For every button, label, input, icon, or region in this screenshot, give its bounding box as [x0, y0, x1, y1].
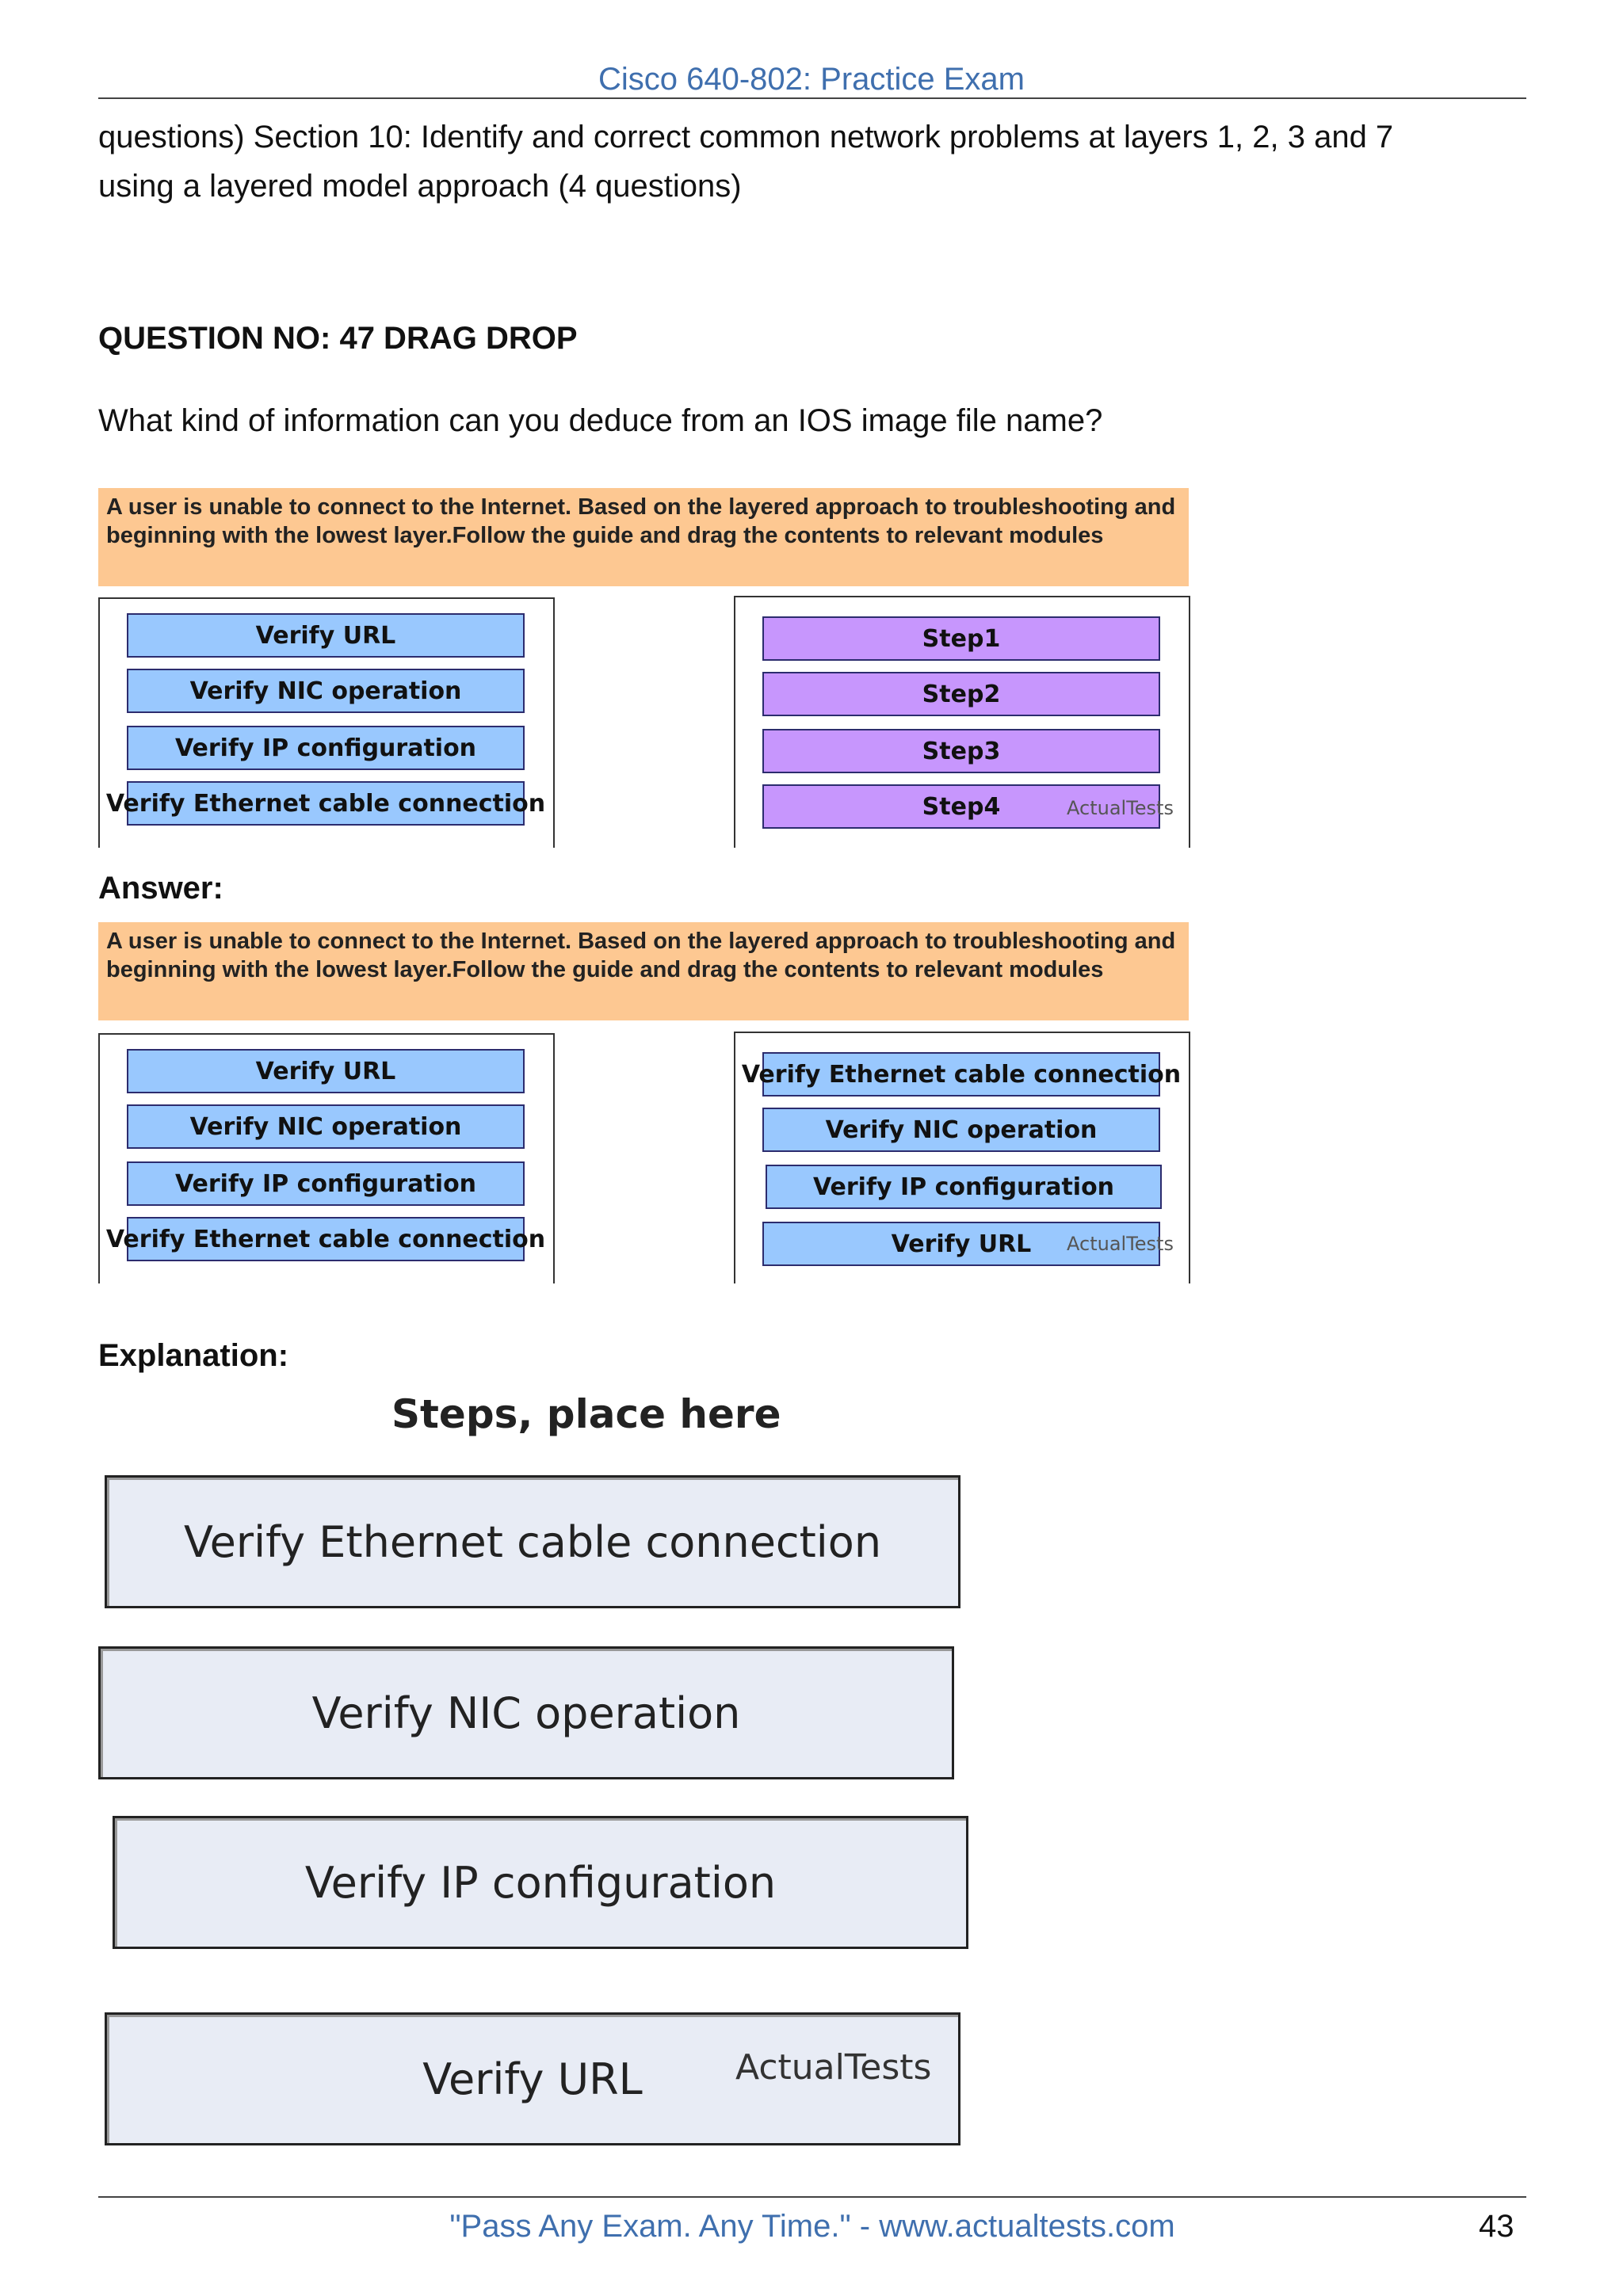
source-item-verify-url[interactable]: Verify URL: [127, 613, 525, 658]
answer-label: Answer:: [98, 871, 223, 906]
target-step-2[interactable]: Step2: [762, 672, 1160, 716]
page-number: 43: [1479, 2209, 1514, 2244]
source-item-verify-ethernet[interactable]: Verify Ethernet cable connection: [106, 781, 545, 826]
intro-line-2: using a layered model approach (4 questi…: [98, 169, 742, 204]
page-header-title: Cisco 640-802: Practice Exam: [598, 62, 1025, 97]
target-step-1[interactable]: Step1: [762, 616, 1160, 661]
question-text: What kind of information can you deduce …: [98, 403, 1103, 438]
explanation-step-4: Verify URL: [105, 2012, 960, 2145]
target-step-3[interactable]: Step3: [762, 729, 1160, 773]
target-step-4[interactable]: Step4: [762, 784, 1160, 829]
explanation-title: Steps, place here: [391, 1391, 781, 1437]
explanation-step-1: Verify Ethernet cable connection: [105, 1475, 960, 1608]
answer-source-verify-nic[interactable]: Verify NIC operation: [127, 1104, 525, 1149]
actualtests-watermark: ActualTests: [735, 2047, 932, 2088]
answer-source-panel: Verify URL Verify NIC operation Verify I…: [98, 1033, 555, 1283]
question-heading: QUESTION NO: 47 DRAG DROP: [98, 321, 578, 356]
header-divider: [98, 97, 1526, 99]
explanation-image: Steps, place here Verify Ethernet cable …: [98, 1391, 970, 2152]
explanation-label: Explanation:: [98, 1338, 289, 1373]
explanation-step-2: Verify NIC operation: [98, 1646, 954, 1779]
source-item-verify-ip[interactable]: Verify IP configuration: [127, 726, 525, 770]
footer-divider: [98, 2196, 1526, 2198]
explanation-step-3: Verify IP configuration: [113, 1816, 968, 1949]
question-banner: A user is unable to connect to the Inter…: [98, 488, 1189, 586]
source-item-verify-nic[interactable]: Verify NIC operation: [127, 669, 525, 713]
answer-target-step-3[interactable]: Verify IP configuration: [766, 1165, 1162, 1209]
actualtests-watermark: ActualTests: [1067, 797, 1174, 819]
question-target-panel: Step1 Step2 Step3 Step4 ActualTests: [734, 596, 1190, 848]
answer-drag-drop-image: A user is unable to connect to the Inter…: [98, 922, 1190, 1283]
answer-source-verify-ethernet[interactable]: Verify Ethernet cable connection: [106, 1217, 545, 1261]
answer-source-verify-url[interactable]: Verify URL: [127, 1049, 525, 1093]
answer-source-verify-ip[interactable]: Verify IP configuration: [127, 1161, 525, 1206]
answer-target-step-4[interactable]: Verify URL: [762, 1222, 1160, 1266]
answer-banner: A user is unable to connect to the Inter…: [98, 922, 1189, 1020]
answer-target-step-1[interactable]: Verify Ethernet cable connection: [742, 1052, 1181, 1097]
intro-line-1: questions) Section 10: Identify and corr…: [98, 120, 1394, 154]
question-source-panel: Verify URL Verify NIC operation Verify I…: [98, 597, 555, 848]
question-drag-drop-image: A user is unable to connect to the Inter…: [98, 488, 1190, 848]
footer-text: "Pass Any Exam. Any Time." - www.actualt…: [449, 2209, 1175, 2244]
actualtests-watermark: ActualTests: [1067, 1233, 1174, 1255]
answer-target-panel: Verify Ethernet cable connection Verify …: [734, 1032, 1190, 1283]
answer-target-step-2[interactable]: Verify NIC operation: [762, 1108, 1160, 1152]
